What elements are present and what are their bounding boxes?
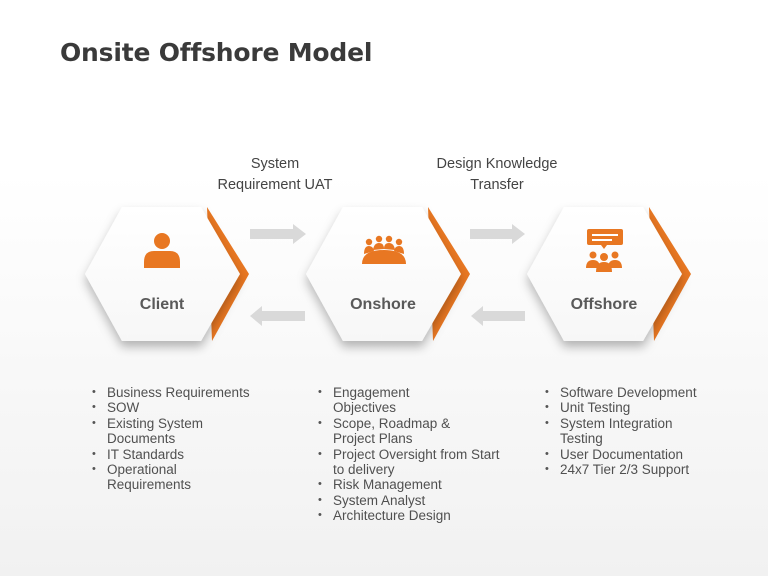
list-item: Existing System Documents — [91, 416, 237, 447]
list-item: Architecture Design — [317, 508, 497, 524]
node-label-onshore: Onshore — [350, 296, 416, 313]
list-item: System Analyst — [317, 493, 497, 509]
list-item: IT Standards — [91, 447, 281, 463]
team-chat-icon — [586, 229, 623, 272]
list-item: Engagement Objectives — [317, 385, 433, 416]
arrow-left-onshore-client — [250, 306, 305, 326]
node-label-client: Client — [139, 296, 185, 313]
flow-label-onshore-offshore: Design Knowledge Transfer — [436, 156, 558, 193]
meeting-table-icon — [362, 235, 406, 264]
client-bullet-list: Business Requirements SOW Existing Syste… — [91, 385, 281, 493]
list-item: System Integration Testing — [544, 416, 710, 447]
offshore-hex-shape — [527, 207, 682, 341]
onshore-hex-shape — [306, 207, 461, 341]
list-item: Business Requirements — [91, 385, 281, 401]
list-item: 24x7 Tier 2/3 Support — [544, 462, 744, 478]
offshore-hexagon — [527, 207, 691, 341]
onshore-hexagon — [306, 207, 470, 341]
arrow-right-client-onshore — [250, 224, 306, 244]
list-item: Project Oversight from Start to delivery — [317, 447, 501, 478]
offshore-bullet-list: Software Development Unit Testing System… — [544, 385, 744, 478]
slide-title: Onsite Offshore Model — [60, 38, 373, 67]
client-hexagon — [85, 207, 249, 341]
list-item: User Documentation — [544, 447, 744, 463]
list-item: Operational Requirements — [91, 462, 217, 493]
list-item: Risk Management — [317, 477, 497, 493]
arrow-right-onshore-offshore — [470, 224, 525, 244]
list-item: Software Development — [544, 385, 744, 401]
flow-label-client-onshore: System Requirement UAT — [217, 156, 333, 193]
client-hex-shape — [85, 207, 240, 341]
list-item: SOW — [91, 400, 281, 416]
list-item: Scope, Roadmap & Project Plans — [317, 416, 478, 447]
node-label-offshore: Offshore — [570, 296, 638, 313]
onshore-bullet-list: Engagement Objectives Scope, Roadmap & P… — [317, 385, 500, 524]
person-icon — [144, 233, 180, 268]
arrow-left-offshore-onshore — [471, 306, 525, 326]
list-item: Unit Testing — [544, 400, 744, 416]
